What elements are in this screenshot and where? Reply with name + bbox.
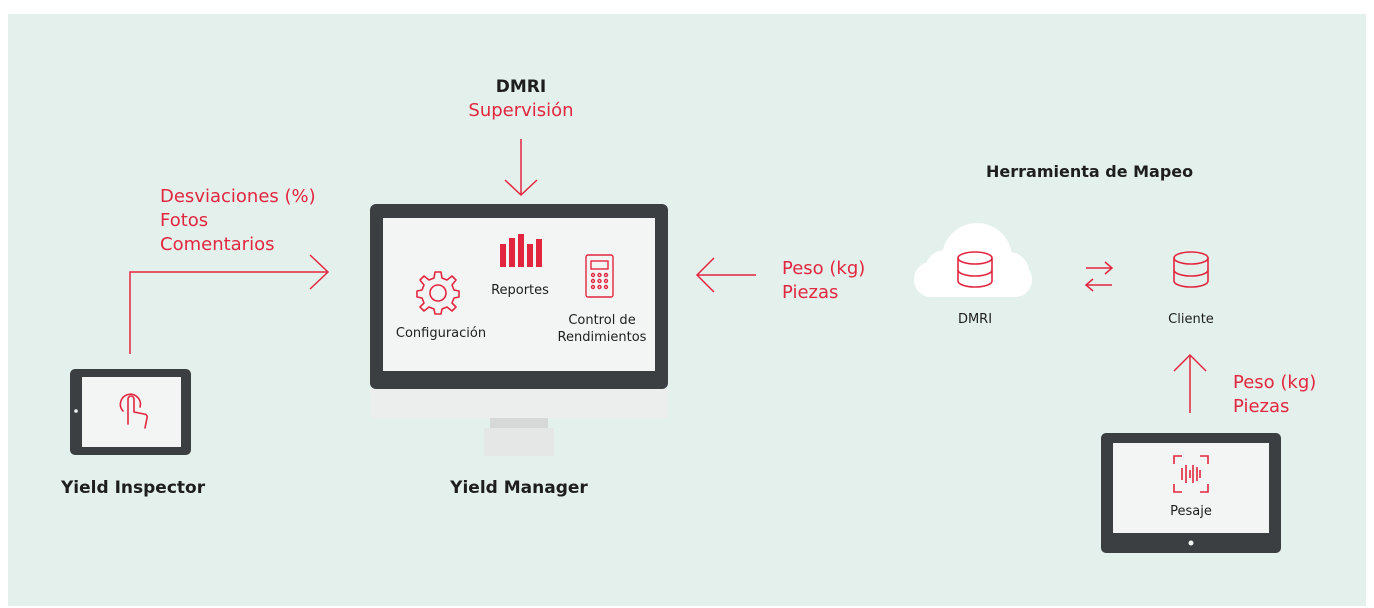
weighing-input-pieces: Piezas bbox=[1233, 396, 1290, 417]
inspector-output-comments: Comentarios bbox=[160, 234, 275, 255]
database-icon bbox=[1173, 251, 1209, 288]
bidirectional-arrows-icon bbox=[1084, 261, 1114, 292]
inspector-label: Yield Inspector bbox=[61, 478, 206, 498]
database-icon bbox=[957, 251, 993, 288]
supervision-down-arrow bbox=[504, 139, 538, 197]
module-reports-label: Reportes bbox=[491, 283, 549, 298]
supervision-subtitle: Supervisión bbox=[468, 100, 574, 121]
barcode-scan-icon bbox=[1173, 455, 1209, 493]
weighing-label: Pesaje bbox=[1170, 504, 1212, 519]
bar-chart-icon bbox=[500, 234, 542, 267]
mapping-title: Herramienta de Mapeo bbox=[986, 162, 1194, 181]
gear-icon bbox=[416, 271, 460, 315]
inspector-tablet bbox=[70, 369, 191, 455]
module-control-label-line1: Control de bbox=[568, 313, 636, 328]
mapping-dmri-label: DMRI bbox=[957, 312, 993, 327]
supervision-title: DMRI bbox=[495, 77, 547, 97]
module-config-label: Configuración bbox=[395, 326, 487, 341]
module-control-label-line2: Rendimientos bbox=[557, 330, 647, 345]
mapping-input-pieces: Piezas bbox=[782, 282, 839, 303]
calculator-icon bbox=[585, 254, 614, 298]
mapping-client-label: Cliente bbox=[1168, 312, 1214, 327]
cloud-shape bbox=[914, 223, 1032, 297]
inspector-output-photos: Fotos bbox=[160, 210, 209, 231]
touch-hand-icon bbox=[119, 393, 148, 429]
inspector-output-deviations: Desviaciones (%) bbox=[160, 186, 316, 207]
manager-label: Yield Manager bbox=[450, 478, 588, 498]
mapping-to-manager-arrow bbox=[695, 257, 756, 293]
weighing-tablet bbox=[1101, 433, 1281, 553]
weighing-to-client-arrow bbox=[1173, 353, 1207, 413]
inspector-to-manager-arrow bbox=[129, 254, 330, 354]
weighing-input-weight: Peso (kg) bbox=[1233, 372, 1317, 393]
mapping-input-weight: Peso (kg) bbox=[782, 258, 866, 279]
